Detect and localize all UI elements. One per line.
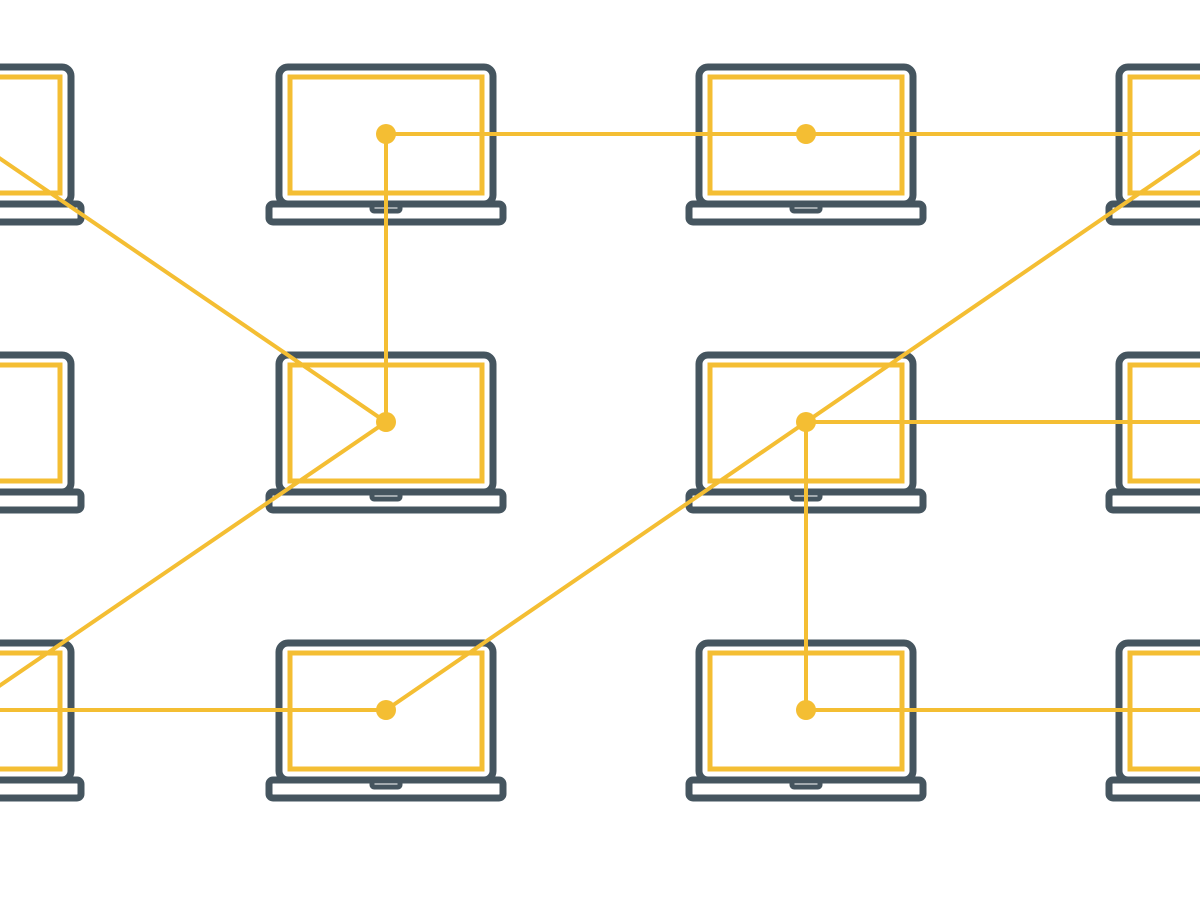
node-dot [376, 412, 396, 432]
laptop-base [1105, 488, 1200, 514]
laptop-base [1105, 776, 1200, 802]
connection-line [0, 156, 388, 424]
node-dot [796, 412, 816, 432]
laptop-screen-frame [0, 63, 75, 208]
laptop-notch [789, 201, 823, 214]
laptop-notch [789, 777, 823, 790]
laptop-screen-frame [0, 351, 75, 496]
node-dot [376, 124, 396, 144]
laptop-base [0, 776, 85, 802]
laptop-notch [369, 489, 403, 502]
connection-line [384, 420, 808, 712]
connection-line [0, 420, 388, 688]
laptop-display [0, 362, 63, 484]
laptop-base [0, 488, 85, 514]
node-dot [376, 700, 396, 720]
hubs-layer [376, 124, 816, 720]
laptop-icon [0, 351, 85, 514]
laptop-display [0, 74, 63, 196]
connection-line [804, 149, 1200, 424]
node-dot [796, 700, 816, 720]
links-layer [0, 132, 1200, 712]
laptop-notch [369, 777, 403, 790]
node-dot [796, 124, 816, 144]
